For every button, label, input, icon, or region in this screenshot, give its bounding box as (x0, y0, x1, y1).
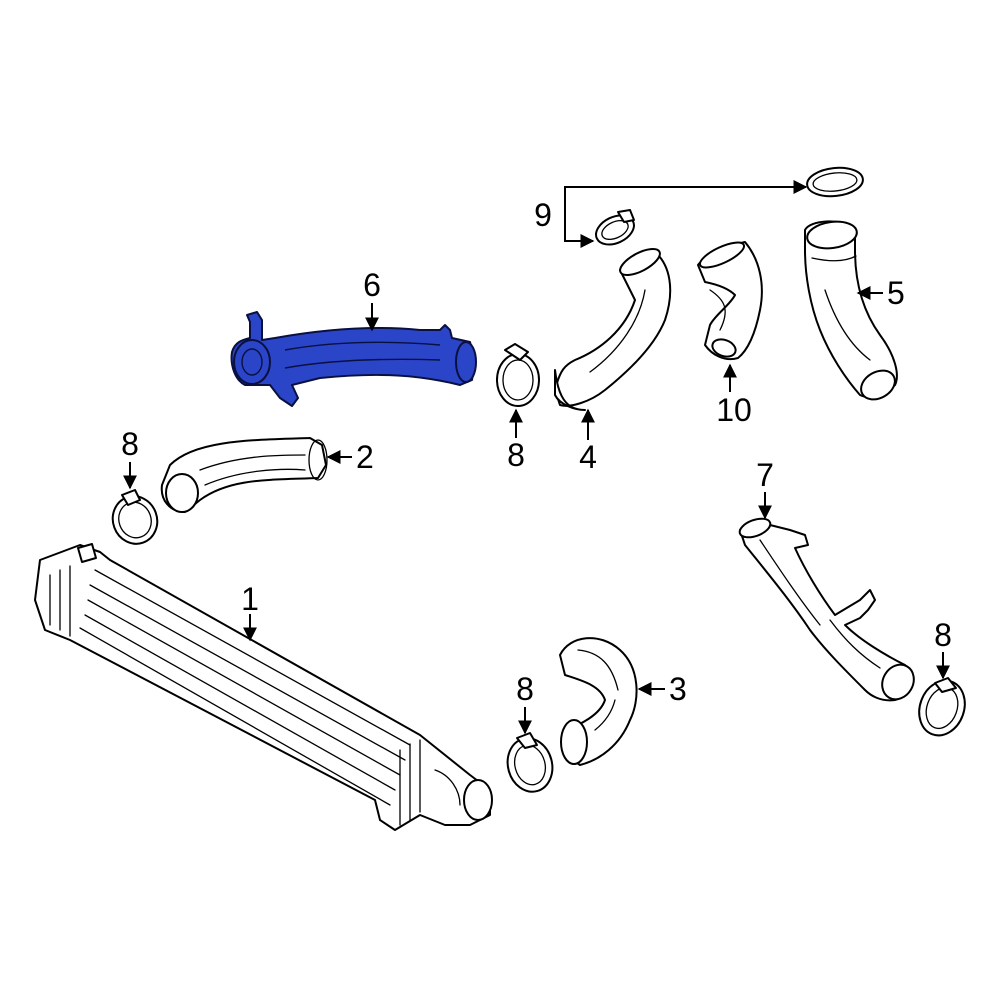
callout-label-3: 3 (669, 671, 687, 707)
clamp-8-near-hose-2[interactable] (106, 489, 164, 550)
clamp-8-near-pipe-6[interactable] (496, 343, 540, 407)
callout-label-2: 2 (356, 439, 374, 475)
clamp-9-lower[interactable] (591, 209, 638, 250)
callout-label-8-lower: 8 (516, 671, 534, 707)
intercooler-part[interactable] (34, 543, 493, 831)
callout-label-8-center: 8 (507, 437, 525, 473)
pipe-6-part-highlighted[interactable] (230, 311, 477, 407)
callout-label-4: 4 (579, 439, 597, 475)
callout-label-8-right: 8 (934, 617, 952, 653)
hose-4-part[interactable] (554, 244, 672, 411)
callout-label-9: 9 (534, 197, 552, 233)
clamp-8-near-pipe-7[interactable] (912, 674, 972, 742)
callout-label-8-left: 8 (121, 426, 139, 462)
callout-label-10: 10 (716, 392, 752, 428)
clamp-8-near-hose-3[interactable] (502, 732, 558, 797)
callout-arrows (123, 180, 950, 735)
hose-5-part[interactable] (804, 219, 900, 406)
hose-3-part[interactable] (559, 637, 638, 766)
callout-label-6: 6 (363, 267, 381, 303)
callout-label-7: 7 (756, 457, 774, 493)
callout-label-5: 5 (887, 275, 905, 311)
hose-10-part[interactable] (697, 238, 763, 361)
callout-label-1: 1 (241, 581, 259, 617)
clamp-9-upper[interactable] (806, 165, 865, 199)
pipe-7-part[interactable] (737, 515, 920, 705)
hose-2-part[interactable] (160, 437, 328, 513)
